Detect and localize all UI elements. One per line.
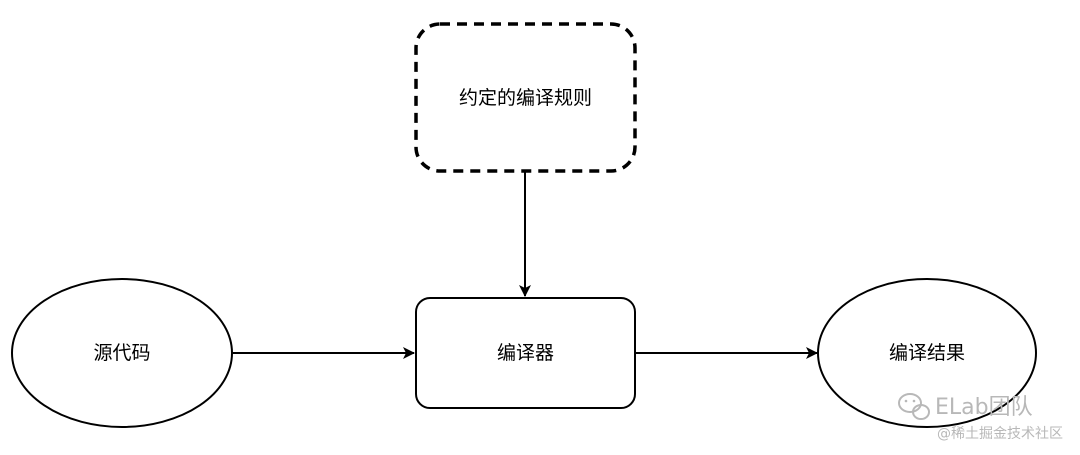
node-result-label: 编译结果 xyxy=(889,342,965,364)
node-compiler-shape xyxy=(415,297,636,409)
node-rules-label: 约定的编译规则 xyxy=(459,87,592,109)
node-compiler: 编译器 xyxy=(415,297,636,409)
node-source: 源代码 xyxy=(11,278,233,428)
node-source-shape xyxy=(11,278,233,428)
chat-bubble-icon xyxy=(898,393,930,420)
node-rules-shape xyxy=(414,22,637,173)
watermark: ELab团队 @稀土掘金技术社区 xyxy=(898,393,1063,442)
watermark-site: @稀土掘金技术社区 xyxy=(937,426,1063,442)
node-source-label: 源代码 xyxy=(93,342,150,364)
node-result-shape xyxy=(817,278,1037,428)
watermark-brand: ELab团队 xyxy=(935,395,1033,420)
node-rules: 约定的编译规则 xyxy=(414,22,637,173)
node-result: 编译结果 xyxy=(817,278,1037,428)
node-compiler-label: 编译器 xyxy=(497,342,554,364)
